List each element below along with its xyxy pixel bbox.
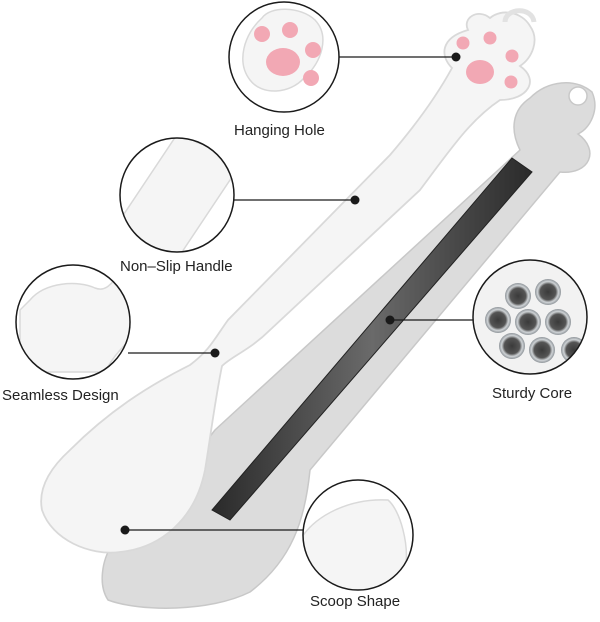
callout-hanging-hole xyxy=(228,1,340,113)
label-hanging-hole: Hanging Hole xyxy=(234,122,325,139)
label-sturdy-core: Sturdy Core xyxy=(492,385,573,402)
label-scoop-shape: Scoop Shape xyxy=(310,593,401,610)
white-spatula xyxy=(40,8,537,554)
label-seamless-design: Seamless Design xyxy=(2,387,119,404)
callout-seamless-design xyxy=(15,264,131,380)
callout-scoop-shape xyxy=(302,479,414,591)
paw-print xyxy=(456,31,519,89)
callout-non-slip-handle xyxy=(119,137,235,253)
label-non-slip-handle: Non–Slip Handle xyxy=(120,258,233,275)
leader-lines xyxy=(120,52,475,535)
callout-sturdy-core xyxy=(472,259,588,375)
